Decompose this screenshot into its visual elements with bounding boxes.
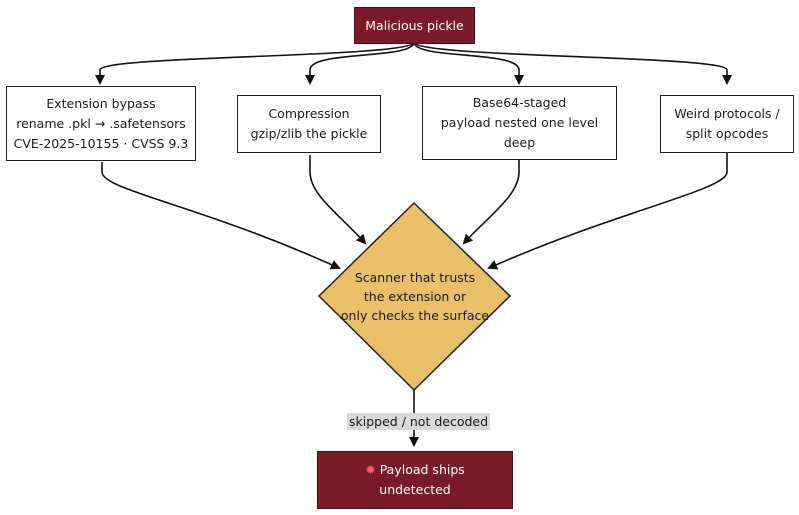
scanner-label: Scanner that trusts the extension or onl… (330, 268, 500, 325)
weird-protocols-detail: split opcodes (685, 126, 769, 141)
compression-detail: gzip/zlib the pickle (250, 126, 368, 141)
edge-start-to-compression (305, 41, 415, 85)
extension-bypass-cve: CVE-2025-10155 · CVSS 9.3 (13, 135, 189, 151)
compression-node: Compression gzip/zlib the pickle (237, 95, 381, 153)
weird-protocols-node: Weird protocols / split opcodes (660, 95, 794, 153)
malicious-pickle-label: Malicious pickle (365, 17, 464, 33)
edge-start-to-extension (95, 41, 415, 85)
base64-detail: payload nested one level (440, 115, 599, 130)
edge-extension-to-scanner (101, 162, 341, 270)
extension-bypass-node: Extension bypass rename .pkl → .safetens… (6, 86, 196, 161)
scanner-line-1: Scanner that trusts (354, 270, 476, 285)
weird-protocols-title: Weird protocols / (674, 106, 780, 121)
scanner-line-2: the extension or (363, 289, 467, 304)
skipped-edge-label: skipped / not decoded (347, 413, 491, 430)
payload-ships-line-1: ✹Payload ships (365, 462, 465, 477)
extension-bypass-detail: rename .pkl → .safetensors (16, 115, 186, 131)
edge-start-to-base64 (413, 41, 524, 85)
edge-weird-to-scanner (487, 153, 728, 270)
scanner-line-3: only checks the surface (340, 308, 490, 323)
malicious-pickle-node: Malicious pickle (354, 7, 475, 44)
payload-ships-line-2: undetected (379, 482, 451, 497)
edge-base64-to-scanner (462, 160, 520, 245)
payload-ships-node: ✹Payload ships undetected (317, 451, 513, 509)
base64-staged-node: Base64-staged payload nested one level d… (422, 86, 617, 160)
base64-detail-2: deep (503, 135, 536, 150)
edge-compression-to-scanner (309, 155, 367, 245)
edge-start-to-weird (413, 41, 732, 85)
base64-title: Base64-staged (472, 95, 567, 110)
explosion-icon: ✹ (365, 462, 376, 477)
compression-title: Compression (268, 106, 350, 121)
extension-bypass-title: Extension bypass (46, 95, 156, 111)
